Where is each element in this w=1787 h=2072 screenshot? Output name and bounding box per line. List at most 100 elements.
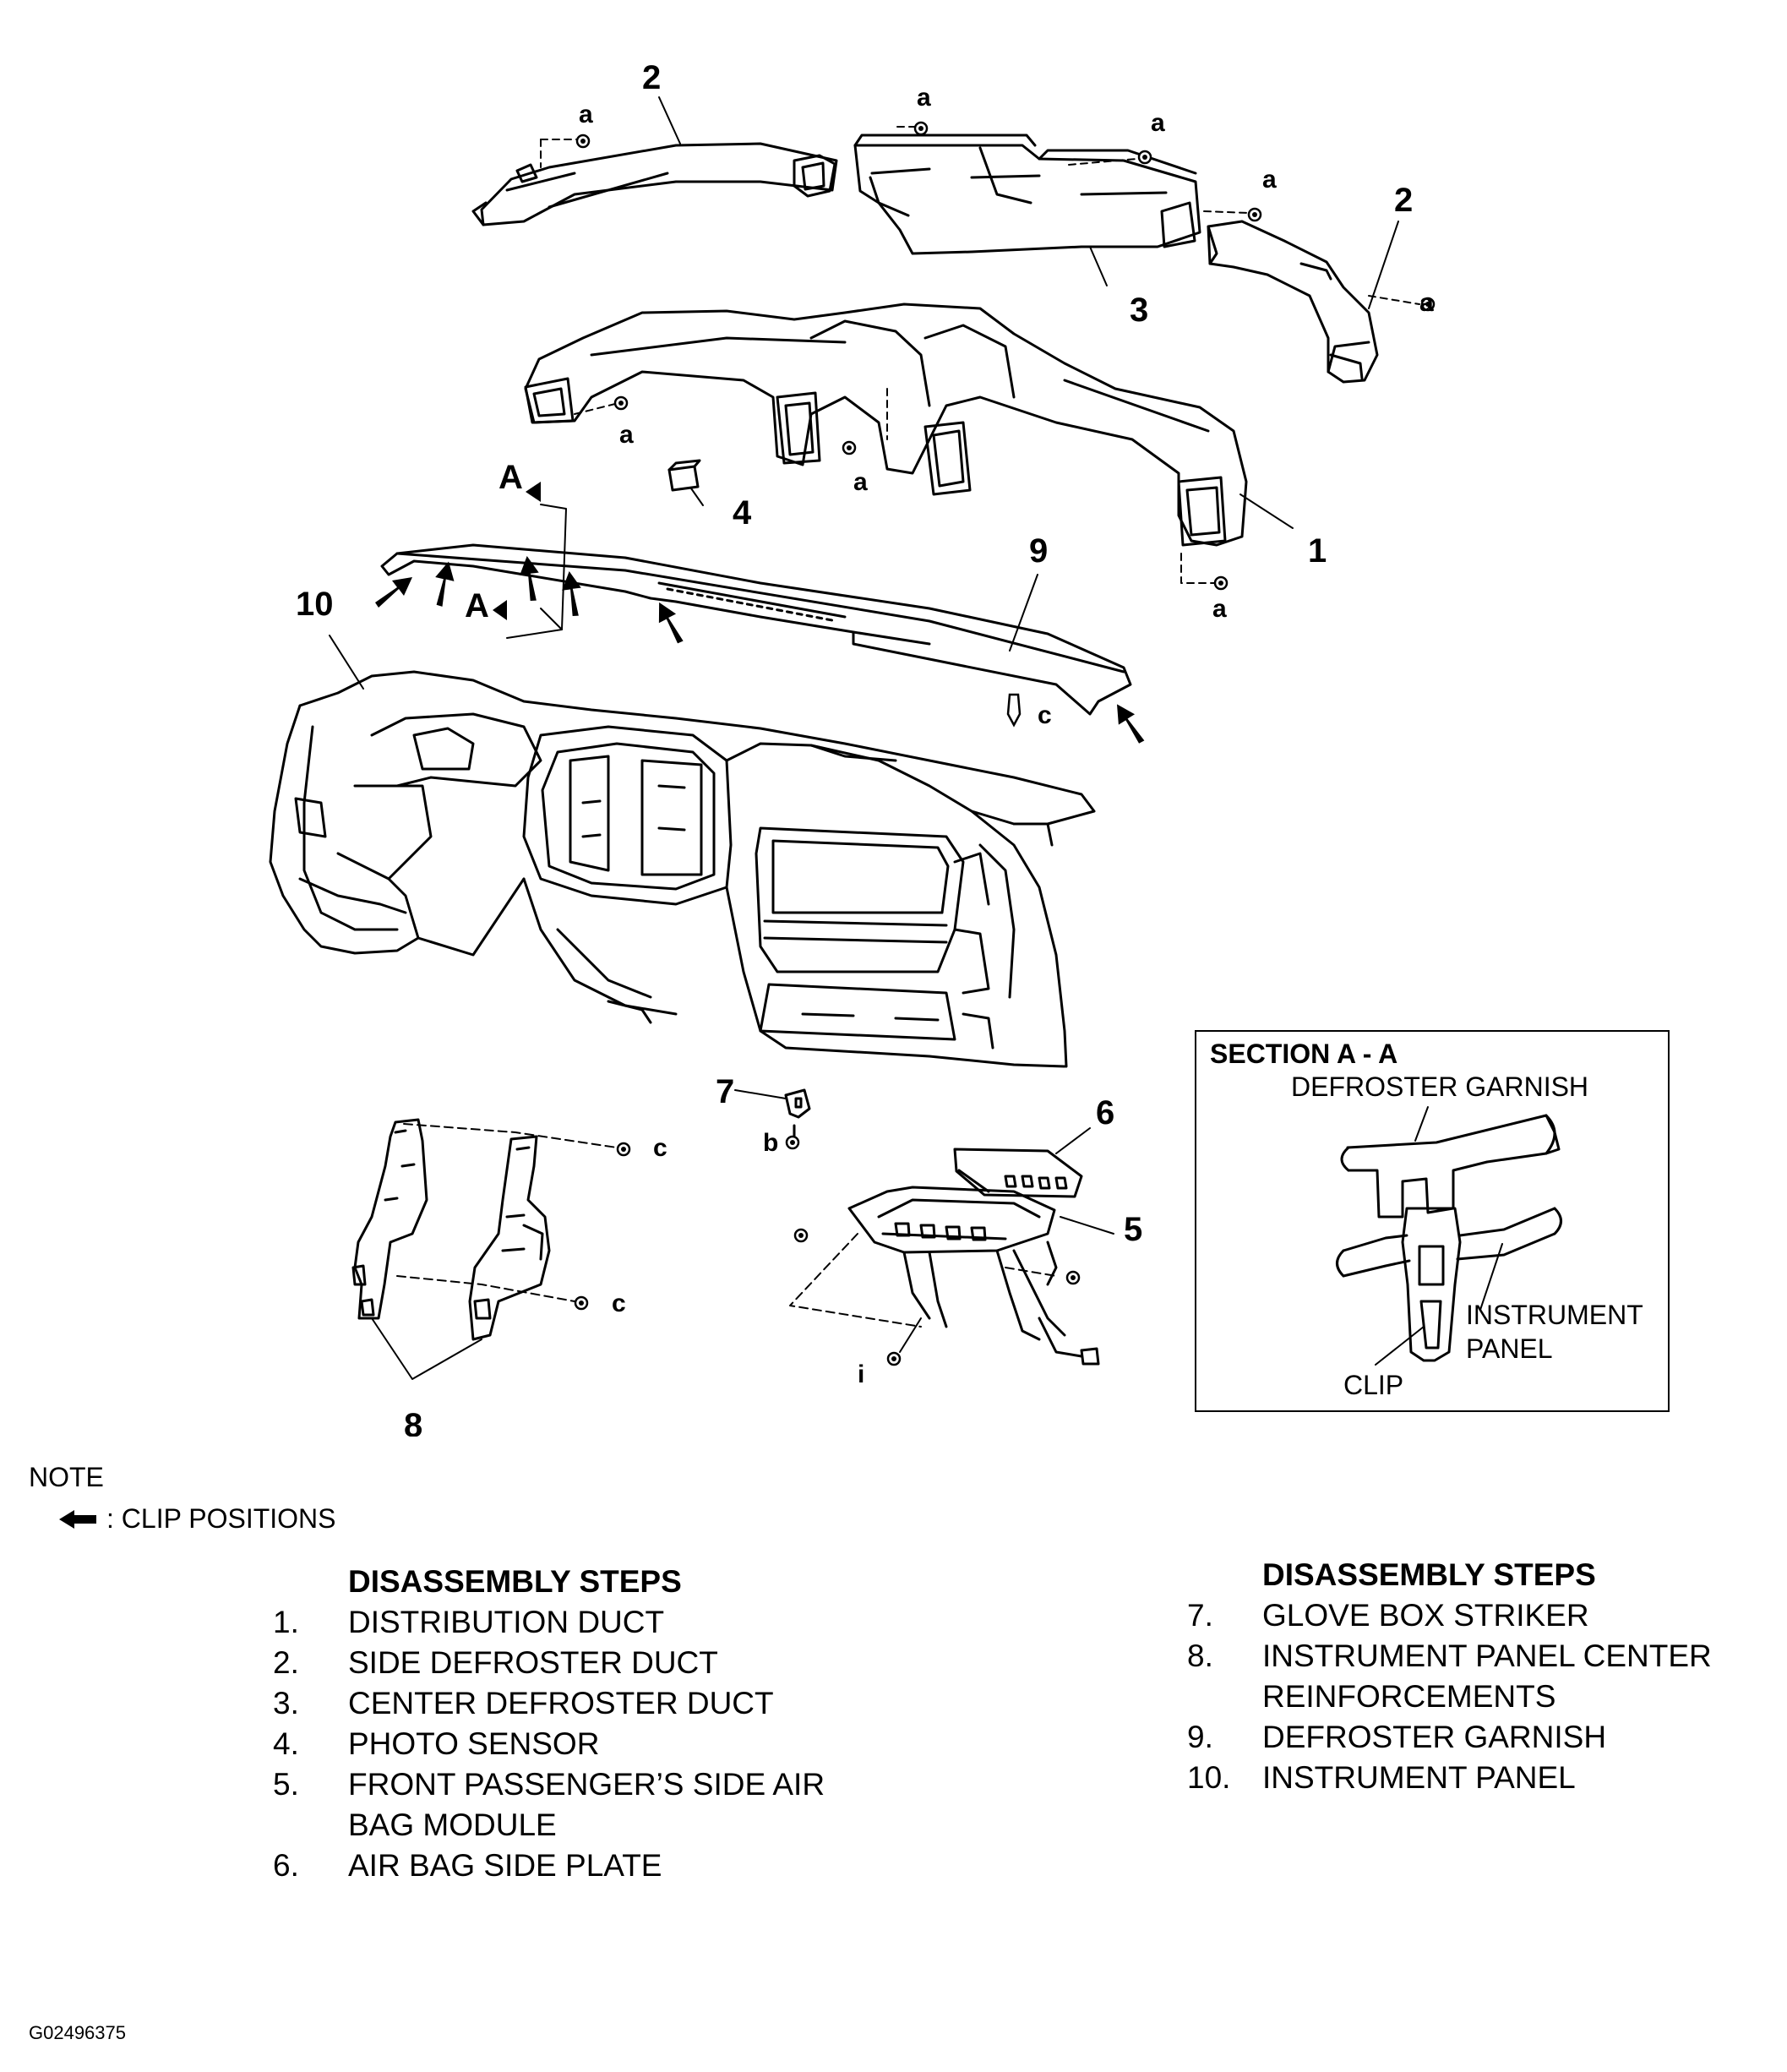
callout-3: 3 bbox=[1130, 292, 1148, 329]
step-item: 6. AIR BAG SIDE PLATE bbox=[273, 1846, 966, 1886]
step-text: INSTRUMENT PANEL CENTER bbox=[1262, 1639, 1712, 1673]
note-legend-text: : CLIP POSITIONS bbox=[106, 1503, 336, 1534]
screw-icon bbox=[574, 1295, 589, 1311]
step-number: 4. bbox=[273, 1726, 299, 1761]
callout-6: 6 bbox=[1096, 1094, 1114, 1131]
fastener-label-a: a bbox=[853, 468, 868, 496]
fastener-label-b: b bbox=[763, 1129, 778, 1157]
callout-7: 7 bbox=[716, 1073, 734, 1110]
figure-id: G02496375 bbox=[29, 2022, 126, 2043]
step-item-continued: REINFORCEMENTS bbox=[1187, 1677, 1770, 1717]
note-block: NOTE : CLIP POSITIONS bbox=[29, 1462, 335, 1535]
section-label-instrument: INSTRUMENT bbox=[1466, 1300, 1643, 1330]
step-number: 7. bbox=[1187, 1598, 1213, 1633]
steps-title: DISASSEMBLY STEPS bbox=[1262, 1557, 1596, 1592]
step-text: BAG MODULE bbox=[348, 1808, 557, 1842]
step-item: 10. INSTRUMENT PANEL bbox=[1187, 1758, 1770, 1798]
section-label-defroster-garnish: DEFROSTER GARNISH bbox=[1291, 1071, 1588, 1102]
section-title: SECTION A - A bbox=[1210, 1039, 1397, 1069]
clip-position-arrow-icon bbox=[420, 561, 469, 609]
screw-icon bbox=[886, 1351, 902, 1366]
step-text: SIDE DEFROSTER DUCT bbox=[348, 1645, 718, 1680]
fastener-label-a: a bbox=[1262, 166, 1277, 194]
callout-1: 1 bbox=[1308, 532, 1327, 570]
clip-arrows bbox=[375, 482, 1147, 744]
callout-10: 10 bbox=[296, 586, 334, 623]
note-title: NOTE bbox=[29, 1462, 104, 1492]
fastener-label-a: a bbox=[579, 101, 593, 128]
section-label-clip: CLIP bbox=[1343, 1370, 1403, 1400]
screw-icon bbox=[613, 395, 629, 411]
step-item-continued: BAG MODULE bbox=[273, 1805, 966, 1846]
step-number: 3. bbox=[273, 1686, 299, 1720]
clip-position-arrow-icon bbox=[550, 570, 596, 619]
step-item: 5. FRONT PASSENGER’S SIDE AIR bbox=[273, 1764, 966, 1805]
step-item: 2. SIDE DEFROSTER DUCT bbox=[273, 1643, 966, 1683]
section-marker-arrow-icon bbox=[493, 600, 507, 620]
screw-icon bbox=[913, 121, 929, 136]
step-item: 4. PHOTO SENSOR bbox=[273, 1724, 966, 1764]
callout-4: 4 bbox=[733, 494, 752, 532]
screw-icon bbox=[1213, 575, 1229, 591]
step-item: 9. DEFROSTER GARNISH bbox=[1187, 1717, 1770, 1758]
tapping-screw-icon bbox=[1006, 693, 1022, 728]
passenger-air-bag-module bbox=[847, 1186, 1100, 1366]
screw-icon bbox=[1065, 1270, 1081, 1285]
step-text: DISTRIBUTION DUCT bbox=[348, 1605, 665, 1639]
screw-icon bbox=[616, 1142, 631, 1157]
step-number: 10. bbox=[1187, 1760, 1231, 1795]
screw-icon bbox=[842, 440, 857, 455]
fastener-labels: a a a a a a a a c c c b i bbox=[579, 84, 1434, 1388]
section-label-panel: PANEL bbox=[1466, 1333, 1553, 1364]
exploded-view-diagram: 2 3 2 1 4 9 10 7 6 5 8 A A a a a a a a a… bbox=[269, 59, 1670, 1437]
screw-icon bbox=[785, 1135, 800, 1150]
step-number: 9. bbox=[1187, 1720, 1213, 1754]
step-text: DEFROSTER GARNISH bbox=[1262, 1720, 1607, 1754]
distribution-duct bbox=[524, 303, 1248, 547]
step-text: CENTER DEFROSTER DUCT bbox=[348, 1686, 774, 1720]
fastener-label-a: a bbox=[1419, 289, 1434, 317]
fastener-label-a: a bbox=[1151, 109, 1165, 137]
step-item: 1. DISTRIBUTION DUCT bbox=[273, 1602, 966, 1643]
callout-8: 8 bbox=[404, 1407, 422, 1437]
step-number: 1. bbox=[273, 1605, 299, 1639]
section-marker-a: A bbox=[465, 587, 489, 624]
fasteners bbox=[574, 121, 1436, 1366]
disassembly-steps-right: DISASSEMBLY STEPS 7. GLOVE BOX STRIKER 8… bbox=[1187, 1555, 1770, 1798]
clip-position-arrow-icon bbox=[375, 577, 412, 608]
step-text: PHOTO SENSOR bbox=[348, 1726, 600, 1761]
fastener-label-a: a bbox=[917, 84, 931, 112]
fastener-label-c: c bbox=[1038, 701, 1052, 729]
step-text: GLOVE BOX STRIKER bbox=[1262, 1598, 1589, 1633]
step-item: 3. CENTER DEFROSTER DUCT bbox=[273, 1683, 966, 1724]
photo-sensor bbox=[667, 459, 701, 492]
screw-icon bbox=[1137, 150, 1152, 165]
instrument-panel bbox=[269, 670, 1096, 1068]
callouts: 2 3 2 1 4 9 10 7 6 5 8 A A bbox=[296, 59, 1413, 1437]
step-number: 2. bbox=[273, 1645, 299, 1680]
screw-icon bbox=[793, 1228, 809, 1243]
air-bag-side-plate bbox=[953, 1148, 1083, 1198]
section-marker-a: A bbox=[499, 459, 523, 496]
center-reinforcements bbox=[351, 1118, 551, 1341]
section-a-a-inset: SECTION A - A DEFROSTER GARNISH INSTRUME… bbox=[1195, 1030, 1670, 1412]
clip-position-arrow-icon bbox=[652, 602, 689, 645]
clip-position-arrow-icon bbox=[1114, 704, 1147, 744]
step-number: 6. bbox=[273, 1848, 299, 1883]
step-text: FRONT PASSENGER’S SIDE AIR bbox=[348, 1767, 825, 1802]
screw-icon bbox=[575, 134, 591, 149]
callout-5: 5 bbox=[1124, 1211, 1142, 1248]
note-legend: : CLIP POSITIONS bbox=[57, 1503, 335, 1535]
defroster-garnish bbox=[380, 543, 1132, 716]
callout-2-left: 2 bbox=[642, 59, 661, 96]
fastener-label-c: c bbox=[653, 1134, 667, 1162]
center-defroster-duct bbox=[853, 134, 1201, 255]
fastener-label-a: a bbox=[619, 421, 634, 449]
steps-title: DISASSEMBLY STEPS bbox=[348, 1564, 682, 1599]
fastener-label-c: c bbox=[612, 1290, 626, 1317]
side-defroster-duct-right bbox=[1207, 220, 1379, 384]
step-text: AIR BAG SIDE PLATE bbox=[348, 1848, 662, 1883]
glove-box-striker bbox=[784, 1088, 811, 1141]
step-text: REINFORCEMENTS bbox=[1262, 1679, 1556, 1714]
fastener-label-a: a bbox=[1212, 595, 1227, 623]
